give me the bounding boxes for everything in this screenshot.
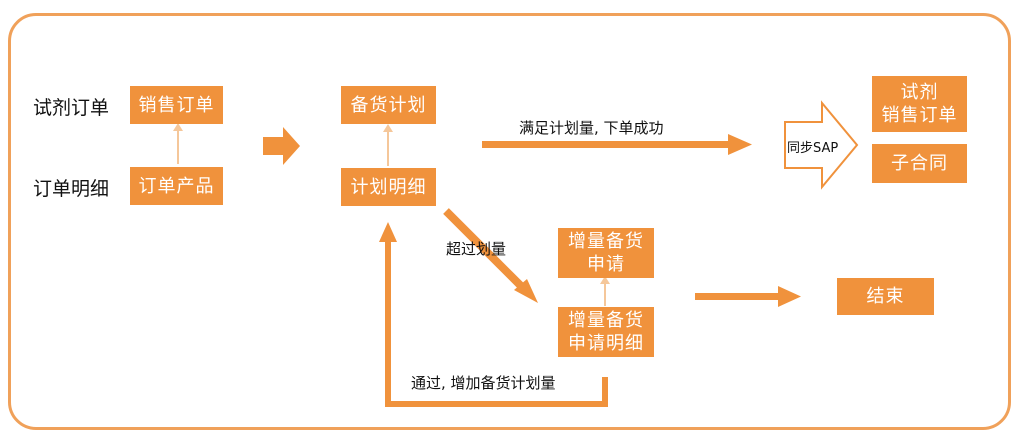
box-order-product: 订单产品 xyxy=(130,167,223,205)
box-stock-plan: 备货计划 xyxy=(341,86,436,124)
arrow-exceed-shaft xyxy=(443,208,528,293)
box-sub-contract: 子合同 xyxy=(872,144,967,183)
sync-sap-arrow xyxy=(784,100,859,190)
arrow-to-end-head xyxy=(778,286,801,307)
box-plan-detail-label: 计划明细 xyxy=(350,176,427,198)
row-label-order-detail: 订单明细 xyxy=(33,178,110,200)
label-exceed-plan: 超过划量 xyxy=(446,240,507,258)
arrow-order-to-plan xyxy=(263,127,300,165)
box-sales-order: 销售订单 xyxy=(130,86,223,124)
box-trial-sales-order: 试剂 销售订单 xyxy=(872,76,967,132)
box-incr-request-line2: 申请 xyxy=(587,254,625,275)
box-end: 结束 xyxy=(837,278,934,315)
loop-approved-head xyxy=(379,222,397,242)
box-order-product-label: 订单产品 xyxy=(138,175,215,197)
box-stock-plan-label: 备货计划 xyxy=(350,94,427,116)
box-incr-request-line1: 增量备货 xyxy=(568,231,644,252)
box-incr-detail: 增量备货 申请明细 xyxy=(558,307,654,357)
loop-approved-line xyxy=(385,238,608,407)
arrow-exceed-head xyxy=(514,279,538,303)
arrow-plan-to-sync-head xyxy=(728,134,752,155)
connector-head xyxy=(383,124,393,132)
label-sync-sap: 同步SAP xyxy=(787,141,839,156)
box-incr-detail-line2: 申请明细 xyxy=(568,333,644,354)
box-plan-detail: 计划明细 xyxy=(341,168,436,206)
box-trial-sales-order-line1: 试剂 xyxy=(900,82,939,103)
box-trial-sales-order-line2: 销售订单 xyxy=(881,105,958,126)
label-approved: 通过, 增加备货计划量 xyxy=(411,374,556,392)
box-sales-order-label: 销售订单 xyxy=(138,94,215,116)
box-incr-request: 增量备货 申请 xyxy=(558,228,654,278)
box-sub-contract-label: 子合同 xyxy=(891,153,948,174)
connector-head xyxy=(173,123,183,131)
connector-head xyxy=(600,276,610,284)
row-label-trial-order: 试剂订单 xyxy=(33,97,110,119)
arrow-to-end-shaft xyxy=(695,293,779,300)
box-incr-detail-line1: 增量备货 xyxy=(568,310,644,331)
label-meet-plan: 满足计划量, 下单成功 xyxy=(519,119,664,137)
arrow-plan-to-sync-shaft xyxy=(482,141,730,148)
diagram-frame xyxy=(8,13,1011,430)
box-end-label: 结束 xyxy=(866,286,905,307)
